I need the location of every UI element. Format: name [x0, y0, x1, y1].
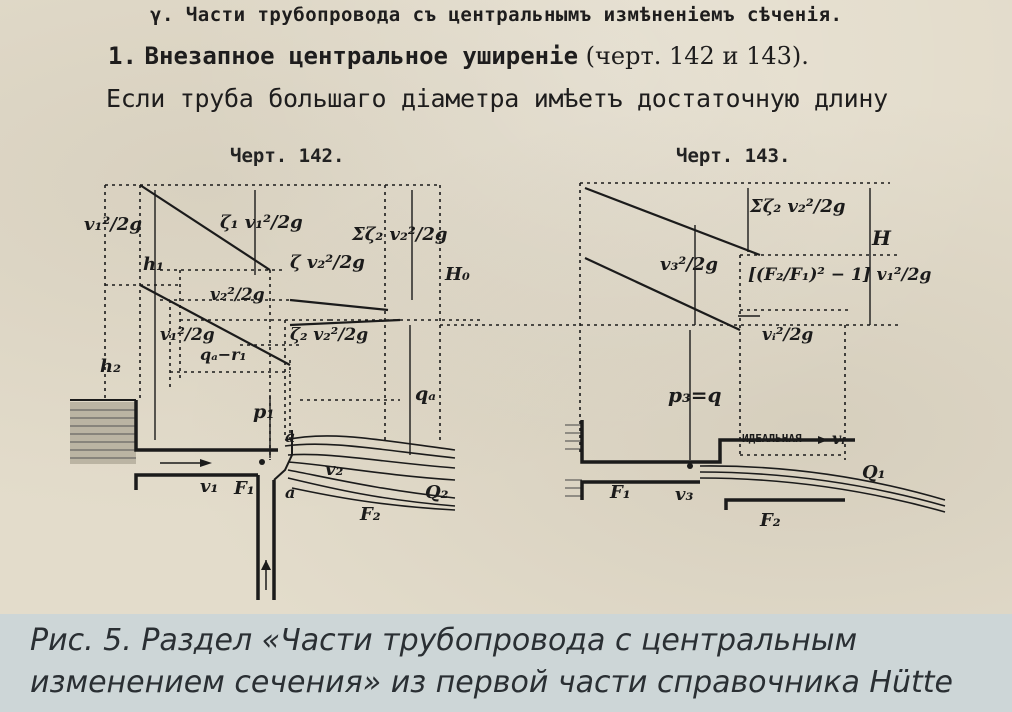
- label-sum-zeta: Σζ₂ v₂²/2g: [351, 224, 447, 245]
- dimension-arrows-142: [154, 190, 413, 458]
- label-zeta-v2: ζ v₂²/2g: [290, 252, 365, 273]
- dimension-lines-142: [104, 184, 480, 460]
- label-zeta1: ζ₁ v₁²/2g: [220, 212, 303, 233]
- inlet-pipe-142: [256, 430, 293, 600]
- figure-143-title: Черт. 143.: [676, 145, 791, 167]
- jet-streamlines-142: [284, 435, 456, 511]
- figure-143-labels: Σζ₂ v₂²/2g H v₃²/2g [(F₂/F₁)² − 1] v₁²/2…: [609, 196, 931, 531]
- reservoir-hatch-143: [565, 424, 582, 497]
- subsection-reference: (черт. 142 и 143).: [585, 42, 809, 70]
- label-h0: H₀: [444, 264, 470, 285]
- label-F1: F₁: [233, 478, 255, 499]
- label-Q1: Q₁: [862, 462, 886, 483]
- label-F2: F₂: [359, 504, 381, 525]
- scanned-page: γ. Части трубопровода съ центральнымъ из…: [0, 0, 1012, 614]
- figure-142-drawing: [70, 184, 480, 600]
- label-qa: qₐ: [415, 383, 436, 405]
- gradient-lines-143: [584, 186, 761, 331]
- label-v2: v₂: [325, 459, 343, 480]
- label-v1-2g-lower: v₁²/2g: [160, 325, 215, 345]
- label-a-bottom: a: [285, 483, 295, 502]
- subsection-heading: 1. Внезапное центральное уширеніе (черт.…: [108, 42, 809, 70]
- label-H: H: [871, 226, 892, 250]
- label-F1-143: F₁: [609, 482, 631, 503]
- reservoir-142: [70, 399, 278, 490]
- label-v2-2g-small: v₂²/2g: [210, 285, 265, 305]
- intro-text: Если труба большаго діаметра имѣетъ дост…: [106, 84, 888, 113]
- label-p1: p₁: [253, 401, 275, 423]
- label-Q2: Q₂: [425, 482, 449, 503]
- label-v3: v₃: [675, 484, 693, 505]
- figure-caption: Рис. 5. Раздел «Части трубопровода с цен…: [30, 623, 953, 700]
- label-h2: h₂: [100, 356, 121, 377]
- label-p3q: p₃=q: [668, 383, 722, 407]
- subsection-number: 1.: [108, 42, 137, 70]
- label-v1: v₁: [200, 476, 218, 497]
- label-vi-2g: vᵢ²/2g: [762, 325, 813, 345]
- label-vi: vᵢ: [832, 429, 845, 448]
- figure-142-labels: v₁²/2g ζ₁ v₁²/2g ζ v₂²/2g Σζ₂ v₂²/2g h₁ …: [84, 212, 470, 525]
- subsection-title: Внезапное центральное уширеніе: [144, 42, 579, 70]
- jet-streamlines-143: [699, 465, 946, 513]
- label-qa-r1: qₐ−r₁: [200, 345, 247, 364]
- label-v1-2g: v₁²/2g: [84, 214, 142, 235]
- section-title: γ. Части трубопровода съ центральнымъ из…: [150, 4, 843, 26]
- label-a-top: a: [285, 427, 295, 446]
- label-h1: h₁: [143, 254, 164, 275]
- gradient-lines-142: [139, 184, 401, 366]
- caption-bar: Рис. 5. Раздел «Части трубопровода с цен…: [0, 614, 1012, 712]
- figure-142-title: Черт. 142.: [230, 145, 345, 167]
- pipe-143: [580, 420, 855, 510]
- pipe-diagrams: v₁²/2g ζ₁ v₁²/2g ζ v₂²/2g Σζ₂ v₂²/2g h₁ …: [70, 182, 946, 600]
- dimension-arrows-143: [689, 188, 871, 460]
- label-sum-zeta-143: Σζ₂ v₂²/2g: [749, 196, 845, 217]
- label-zeta2: ζ₂ v₂²/2g: [290, 325, 368, 345]
- dimension-lines-143: [440, 182, 900, 460]
- label-F2-143: F₂: [759, 510, 781, 531]
- label-v3-2g: v₃²/2g: [660, 254, 718, 275]
- label-ideal: ИДЕАЛЬНАЯ: [742, 432, 802, 445]
- label-bracket-formula: [(F₂/F₁)² − 1] v₁²/2g: [748, 265, 931, 285]
- figure-143-drawing: [440, 182, 946, 513]
- paper-texture: [0, 0, 1012, 614]
